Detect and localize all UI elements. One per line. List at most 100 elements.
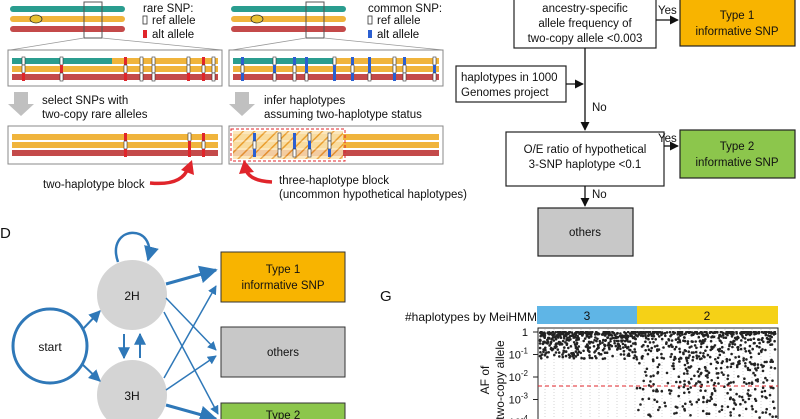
scatter-point <box>696 370 700 373</box>
oe-box-line1: O/E ratio of hypothetical <box>524 144 647 156</box>
scatter-point <box>689 400 692 404</box>
scatter-point <box>626 346 629 350</box>
scatter-point <box>736 348 740 352</box>
caption-three-haplotype-line1: three-haplotype block <box>279 175 389 187</box>
scatter-point <box>634 350 637 354</box>
af-threshold-box <box>513 0 657 49</box>
scatter-point <box>729 388 732 391</box>
af-box-line2: allele frequency of <box>538 18 632 30</box>
scatter-point <box>718 339 722 342</box>
scatter-point <box>731 362 735 365</box>
scatter-point <box>565 332 569 336</box>
scatter-point <box>598 339 602 343</box>
scatter-point <box>587 336 591 339</box>
scatter-point <box>623 357 626 361</box>
scatter-point <box>656 365 660 369</box>
alt-allele-tick <box>60 65 63 73</box>
3h-to-others-arrow <box>165 355 217 391</box>
scatter-point <box>773 331 777 334</box>
scatter-point <box>707 371 711 375</box>
scatter-point <box>657 408 660 412</box>
zoom-window <box>83 1 103 39</box>
scatter-point <box>607 333 611 337</box>
rare-snp-schematic: rare SNP: ref allele alt allele <box>9 1 223 51</box>
step-left-line2: two-copy rare alleles <box>42 109 148 121</box>
scatter-point <box>702 333 705 337</box>
scatter-point <box>718 334 722 337</box>
scatter-point <box>672 367 676 371</box>
alt-allele-tick <box>368 57 371 65</box>
scatter-point <box>561 355 565 359</box>
scatter-point <box>702 352 705 355</box>
2h-to-type2-arrow <box>163 311 219 415</box>
ref-allele-tick <box>240 64 245 74</box>
state-2h-label: 2H <box>124 289 139 303</box>
scatter-point <box>664 334 667 338</box>
scatter-point <box>625 339 628 342</box>
scatter-point <box>582 339 585 343</box>
scatter-point <box>660 352 663 356</box>
ref-allele-tick <box>432 56 437 66</box>
ref-allele-tick <box>332 56 337 66</box>
scatter-point <box>637 408 640 412</box>
scatter-point <box>649 349 653 353</box>
scatter-point <box>726 374 730 377</box>
scatter-point <box>589 333 593 337</box>
ref-allele-swatch <box>367 15 373 25</box>
scatter-point <box>695 400 699 404</box>
scatter-point <box>621 346 625 349</box>
scatter-point <box>744 341 747 344</box>
alt-allele-tick <box>333 65 336 73</box>
scatter-point <box>688 354 691 357</box>
scatter-point <box>670 352 673 356</box>
scatter-point <box>563 346 566 349</box>
scatter-point <box>710 347 714 351</box>
scatter-point <box>690 377 693 381</box>
ref-allele-tick <box>392 64 397 74</box>
scatter-point <box>713 381 716 385</box>
scatter-point <box>667 338 671 342</box>
scatter-point <box>689 386 692 389</box>
three-haplotype-block-box <box>228 125 444 165</box>
scatter-point <box>540 353 544 356</box>
scatter-point <box>694 350 698 354</box>
scatter-point <box>609 337 612 341</box>
scatter-point <box>691 358 694 362</box>
chromosome-bar-red <box>231 26 346 32</box>
scatter-point <box>540 357 543 360</box>
scatter-point <box>765 379 769 382</box>
scatter-point <box>557 351 561 354</box>
ref-allele-tick <box>277 148 282 158</box>
alt-allele-tick <box>308 141 311 149</box>
scatter-point <box>686 342 690 345</box>
scatter-point <box>685 357 688 361</box>
scatter-point <box>611 331 615 334</box>
scatter-point <box>605 351 609 355</box>
scatter-point <box>717 382 720 385</box>
scatter-point <box>704 369 708 372</box>
y-tick-label: 10-3 <box>509 392 529 407</box>
scatter-point <box>682 385 686 389</box>
common-legend-ref: ref allele <box>377 15 420 27</box>
down-arrow-icon <box>8 92 34 116</box>
d-type2-label: Type 2 <box>266 410 301 419</box>
scatter-point <box>548 331 551 334</box>
scatter-point <box>699 351 702 355</box>
scatter-point <box>768 413 772 416</box>
1000g-line2: Genomes project <box>461 87 549 99</box>
scatter-point <box>690 340 693 343</box>
alt-allele-tick <box>293 57 296 65</box>
rare-legend-ref: ref allele <box>152 15 195 27</box>
state-3h-node <box>97 360 167 419</box>
scatter-point <box>562 349 565 353</box>
scatter-point <box>687 350 690 354</box>
scatter-point <box>596 337 599 341</box>
scatter-point <box>715 367 718 370</box>
scatter-point <box>586 348 590 352</box>
scatter-point <box>557 332 561 336</box>
scatter-point <box>550 338 553 341</box>
scatter-point <box>646 352 650 356</box>
scatter-point <box>615 339 619 343</box>
scatter-point <box>706 373 709 377</box>
scatter-point <box>552 339 556 342</box>
